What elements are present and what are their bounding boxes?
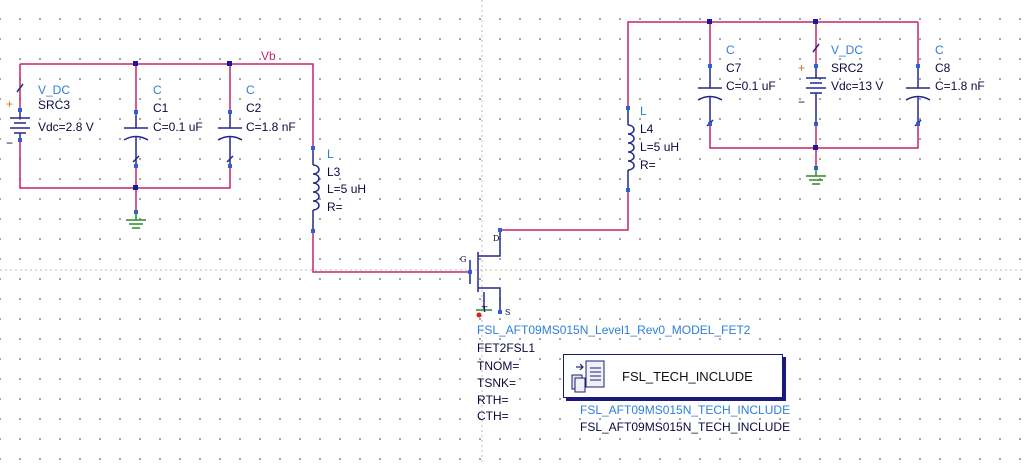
src3-battery-symbol[interactable]	[10, 83, 30, 142]
c8-capacitor-symbol[interactable]	[905, 64, 931, 127]
fet-model-label[interactable]: FSL_AFT09MS015N_Level1_Rev0_MODEL_FET2	[477, 323, 751, 337]
src2-name-label[interactable]: SRC2	[831, 61, 863, 75]
net-label-vb[interactable]: Vb	[261, 49, 276, 63]
l4-param2-label[interactable]: R=	[640, 158, 656, 172]
c8-name-label[interactable]: C8	[935, 61, 951, 75]
c1-param-label[interactable]: C=0.1 uF	[153, 120, 203, 134]
c1-capacitor-symbol[interactable]	[123, 110, 149, 168]
fet-param-cth[interactable]: CTH=	[477, 409, 509, 423]
l4-type-label[interactable]: L	[640, 104, 647, 118]
tech-include-line1[interactable]: FSL_AFT09MS015N_TECH_INCLUDE	[580, 403, 790, 417]
l3-param2-label[interactable]: R=	[327, 200, 343, 214]
c2-capacitor-symbol[interactable]	[217, 110, 243, 168]
fet-symbol[interactable]	[468, 228, 502, 318]
src2-minus-sign: −	[798, 95, 805, 109]
tech-include-line2[interactable]: FSL_AFT09MS015N_TECH_INCLUDE	[580, 420, 790, 434]
wire-junctions-left	[133, 61, 232, 190]
c7-name-label[interactable]: C7	[726, 61, 742, 75]
c2-param-label[interactable]: C=1.8 nF	[246, 120, 296, 134]
c1-type-label[interactable]: C	[153, 83, 162, 97]
l4-inductor-symbol[interactable]	[626, 106, 635, 192]
src3-plus-sign: +	[6, 97, 13, 111]
src2-plus-sign: +	[798, 61, 805, 75]
fet-param-tsnk[interactable]: TSNK=	[477, 376, 516, 390]
fet-pin-s: S	[505, 308, 510, 317]
c2-name-label[interactable]: C2	[246, 101, 262, 115]
src3-type-label[interactable]: V_DC	[38, 83, 70, 97]
l3-name-label[interactable]: L3	[327, 165, 341, 179]
src2-param-label[interactable]: Vdc=13 V	[831, 79, 883, 93]
src3-param-label[interactable]: Vdc=2.8 V	[38, 120, 94, 134]
ground-left[interactable]	[126, 210, 146, 229]
src2-battery-symbol[interactable]	[806, 43, 826, 126]
l3-type-label[interactable]: L	[327, 147, 334, 161]
src3-name-label[interactable]: SRC3	[38, 98, 70, 112]
c1-name-label[interactable]: C1	[153, 101, 169, 115]
l3-inductor-symbol[interactable]	[311, 146, 320, 233]
ground-right[interactable]	[806, 166, 826, 185]
tech-include-title: FSL_TECH_INCLUDE	[622, 369, 753, 384]
wire-junctions-right	[707, 19, 818, 150]
c8-type-label[interactable]: C	[935, 43, 944, 57]
fet-pin-t: T	[482, 305, 488, 314]
fet-param-rth[interactable]: RTH=	[477, 393, 508, 407]
c7-type-label[interactable]: C	[726, 43, 735, 57]
wires-left[interactable]	[19, 63, 470, 273]
tech-include-icon	[571, 360, 605, 393]
c7-capacitor-symbol[interactable]	[697, 64, 723, 127]
src3-minus-sign: −	[6, 136, 13, 150]
l4-name-label[interactable]: L4	[640, 122, 654, 136]
fet-param-tnom[interactable]: TNOM=	[477, 359, 519, 373]
c2-type-label[interactable]: C	[246, 83, 255, 97]
src2-type-label[interactable]: V_DC	[831, 43, 863, 57]
tech-include-component[interactable]: FSL_TECH_INCLUDE	[563, 354, 783, 398]
c7-param-label[interactable]: C=0.1 uF	[726, 79, 776, 93]
c8-param-label[interactable]: C=1.8 nF	[935, 79, 985, 93]
fet-pin-g: G	[460, 255, 466, 264]
l3-param-label[interactable]: L=5 uH	[327, 182, 366, 196]
fet-instance-label[interactable]: FET2FSL1	[477, 341, 535, 355]
l4-param-label[interactable]: L=5 uH	[640, 140, 679, 154]
fet-pin-d: D	[493, 234, 499, 243]
